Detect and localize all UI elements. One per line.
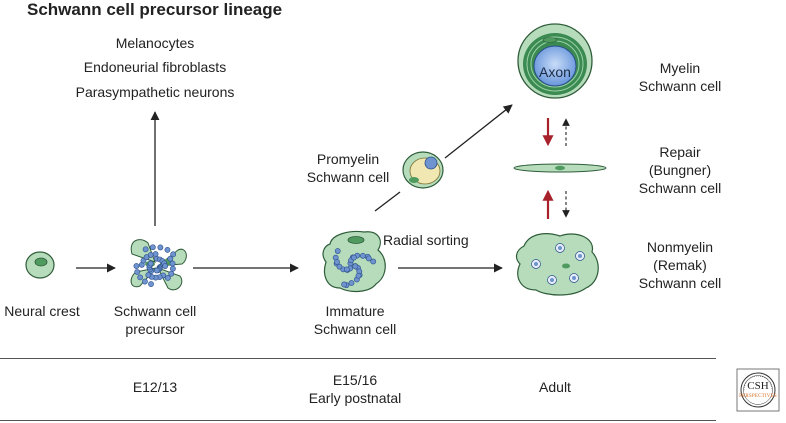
label-immature-line2: Schwann cell [313, 321, 397, 337]
csh-perspectives-logo: CSH PERSPECTIVES [736, 368, 780, 412]
axon-dot [341, 281, 348, 288]
axon-dot [137, 274, 144, 281]
label-endoneurial-fibroblasts: Endoneurial fibroblasts [83, 59, 227, 75]
axon-dot [134, 269, 141, 275]
axon-dot [148, 281, 154, 287]
label-nonmyelin-line1: Nonmyelin [646, 239, 714, 255]
timeline-top-rule [0, 358, 716, 359]
axon-dot [334, 248, 341, 254]
schwann-cell-precursor-cluster [130, 239, 187, 291]
axon-dot [336, 263, 343, 270]
axon-dot [162, 263, 169, 269]
axon-dot [142, 278, 148, 285]
myelin-schwann-cell [517, 23, 593, 99]
label-melanocytes: Melanocytes [115, 35, 195, 51]
label-scp-line1: Schwann cell [113, 303, 197, 319]
neural-crest-cell [25, 251, 55, 279]
axon-dot [370, 258, 377, 265]
axon-dot [164, 275, 171, 281]
label-nonmyelin-line2: (Remak) [653, 257, 707, 273]
axon-dot [153, 267, 160, 274]
axon-dot [169, 260, 176, 267]
label-nonmyelin-line3: Schwann cell [638, 275, 722, 291]
timeline-adult: Adult [539, 379, 571, 395]
immature-schwann-cell [322, 230, 386, 293]
axon-dot [352, 263, 359, 270]
logo-text-bottom: PERSPECTIVES [739, 394, 777, 399]
axon-dot [147, 252, 154, 258]
timeline-bottom-rule [0, 420, 716, 421]
timeline-e12: E12/13 [132, 379, 178, 395]
repair-schwann-cell [513, 163, 607, 173]
label-myelin-line1: Myelin [659, 60, 701, 76]
axon-dot [348, 280, 355, 286]
axon-label: Axon [539, 64, 571, 80]
promyelin-schwann-cell [402, 151, 444, 189]
axon-dot [168, 270, 175, 277]
axon-dot [147, 260, 154, 267]
nonmyelin-schwann-cell [515, 233, 599, 296]
label-neural-crest: Neural crest [4, 303, 80, 319]
label-scp-line2: precursor [125, 321, 185, 337]
axon-dot [350, 254, 357, 261]
axon-dot [359, 252, 366, 259]
axon-dot [334, 259, 340, 265]
label-myelin-line2: Schwann cell [638, 78, 722, 94]
label-repair-line1: Repair [659, 144, 701, 160]
timeline-e15-line1: E15/16 [332, 372, 378, 388]
axon-dot [133, 263, 140, 269]
axon-dot [157, 244, 164, 251]
axon-dot [142, 246, 149, 253]
label-parasympathetic-neurons: Parasympathetic neurons [75, 84, 235, 100]
diagram-title: Schwann cell precursor lineage [27, 0, 283, 19]
axon-dot [164, 246, 171, 253]
label-repair-line3: Schwann cell [638, 180, 722, 196]
label-immature-line1: Immature [325, 303, 385, 319]
label-promyelin-line1: Promyelin [316, 151, 380, 167]
axon-dot [170, 251, 177, 258]
axon-dot [167, 255, 174, 262]
label-radial-sorting: Radial sorting [383, 232, 469, 248]
label-promyelin-line2: Schwann cell [306, 169, 390, 185]
timeline-e15-line2: Early postnatal [308, 390, 402, 406]
axon-dot [149, 244, 156, 251]
axon-dot [355, 272, 362, 279]
axon-dot [343, 266, 350, 273]
arrow-immature-to-promyelin [374, 191, 401, 212]
logo-seal-icon [736, 368, 780, 412]
axon-dot [365, 255, 372, 262]
logo-text-top: CSH [747, 380, 769, 392]
label-repair-line2: (Bungner) [648, 162, 712, 178]
axon-dot [152, 251, 159, 257]
arrow-promyelin-to-myelin [444, 104, 513, 159]
axon-dot [145, 272, 152, 278]
axon-dot [169, 265, 176, 272]
